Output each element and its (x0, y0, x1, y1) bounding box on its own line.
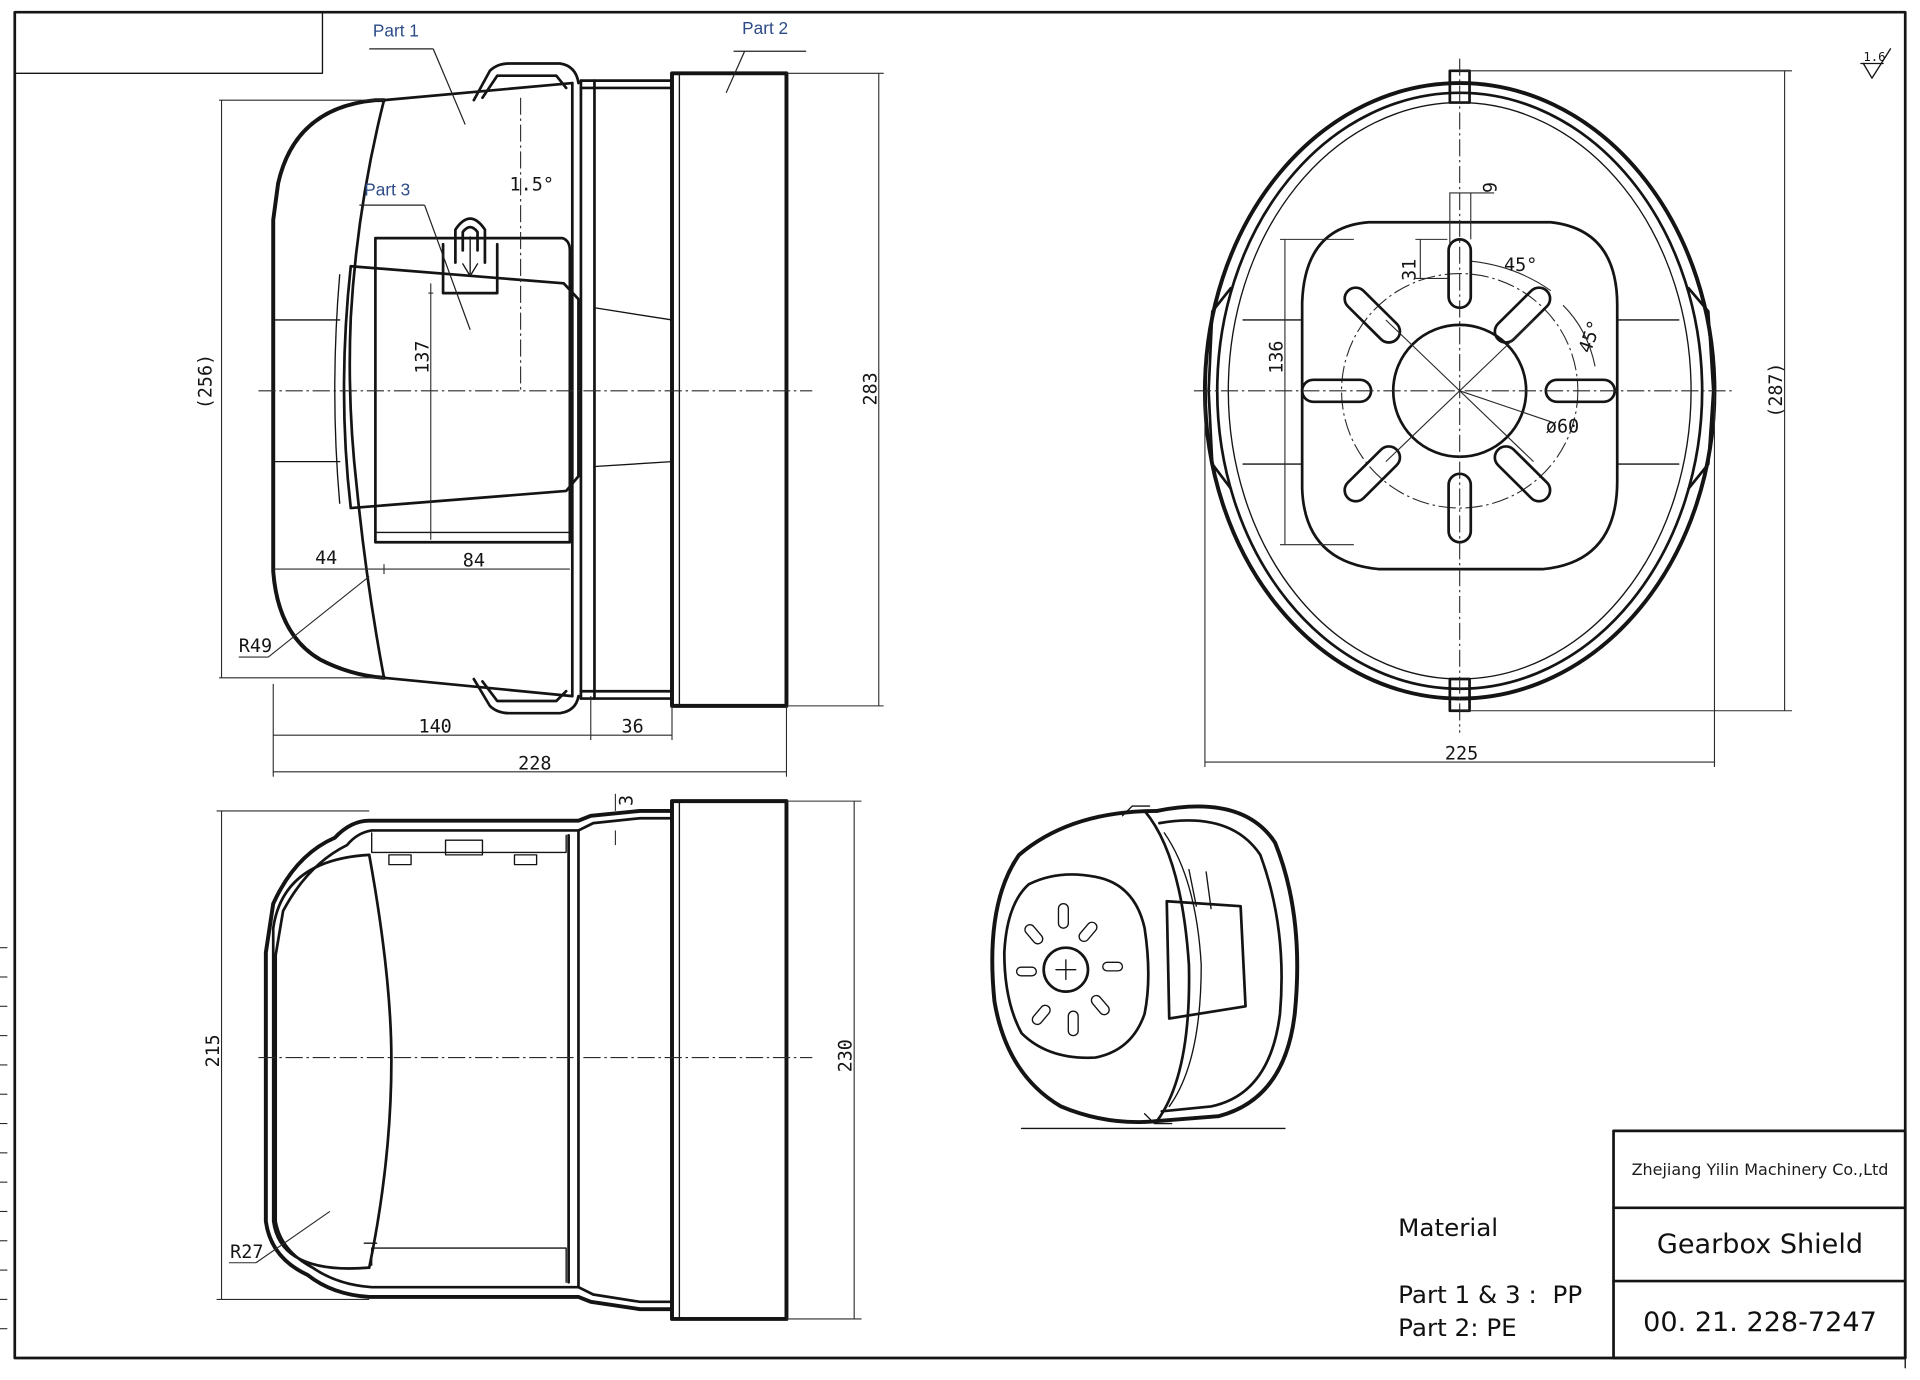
dim-3: 3 (614, 793, 638, 846)
svg-text:36: 36 (622, 717, 644, 738)
svg-text:228: 228 (518, 753, 551, 774)
material-line-1: Part 1 & 3 : PP (1398, 1280, 1582, 1309)
svg-text:R27: R27 (230, 1242, 263, 1263)
drawing-number: 00. 21. 228-7247 (1643, 1307, 1877, 1338)
svg-text:225: 225 (1445, 744, 1478, 765)
svg-text:230: 230 (836, 1039, 857, 1072)
end-view: 9 31 45° 45° 136 ø60 (287) 225 (1193, 58, 1792, 767)
surface-finish-symbol: 1.6 (1860, 48, 1892, 79)
dim-215: 215 (203, 810, 370, 1300)
drawing-title: Gearbox Shield (1657, 1229, 1863, 1260)
part3-label: Part 3 (364, 179, 410, 199)
dim-44-84: 44 84 (273, 548, 570, 574)
material-line-2: Part 2: PE (1398, 1313, 1517, 1342)
angle-45-a: 45° (1504, 255, 1537, 276)
radius-r49: R49 (239, 575, 370, 658)
dim-230: 230 (786, 800, 862, 1320)
svg-text:136: 136 (1266, 341, 1287, 374)
angle-1-5-text: 1.5° (510, 175, 554, 196)
svg-text:(287): (287) (1766, 363, 1787, 418)
material-note: Material Part 1 & 3 : PP Part 2: PE (1398, 1213, 1582, 1342)
svg-text:283: 283 (860, 372, 881, 405)
svg-text:31: 31 (1399, 259, 1420, 281)
surface-finish-value: 1.6 (1863, 50, 1885, 64)
material-heading: Material (1398, 1213, 1498, 1242)
dim-137: 137 (412, 341, 433, 374)
diameter-60: ø60 (1546, 416, 1579, 437)
dim-283: 283 (786, 72, 884, 707)
title-block: Zhejiang Yilin Machinery Co.,Ltd Gearbox… (1612, 1129, 1907, 1360)
svg-text:9: 9 (1481, 182, 1502, 193)
svg-text:84: 84 (463, 551, 485, 572)
radius-r27: R27 (228, 1211, 331, 1264)
isometric-view (990, 804, 1300, 1130)
sheet-border (0, 10, 1907, 1369)
iso-slots (1015, 903, 1124, 1037)
dim-136: 136 (1266, 238, 1354, 546)
svg-text:44: 44 (315, 548, 337, 569)
svg-text:215: 215 (203, 1034, 224, 1067)
dim-9: 9 (1449, 182, 1502, 245)
front-view: Part 1 Part 2 Part 3 1.5° (256) 283 137 … (196, 18, 884, 777)
dim-287: (287) (1459, 70, 1792, 712)
section-view: 3 215 230 R27 (203, 793, 862, 1321)
dim-228: 228 (273, 705, 788, 777)
svg-text:140: 140 (418, 717, 451, 738)
svg-text:R49: R49 (239, 636, 272, 657)
part1-label: Part 1 (373, 21, 419, 41)
svg-text:3: 3 (617, 795, 638, 806)
svg-text:(256): (256) (196, 354, 217, 409)
dim-140-36: 140 36 (272, 683, 673, 777)
part2-label: Part 2 (742, 18, 788, 38)
company-name: Zhejiang Yilin Machinery Co.,Ltd (1632, 1160, 1889, 1179)
dim-31: 31 (1399, 238, 1448, 281)
dim-256: (256) (196, 99, 384, 679)
dim-225: 225 (1204, 390, 1716, 767)
